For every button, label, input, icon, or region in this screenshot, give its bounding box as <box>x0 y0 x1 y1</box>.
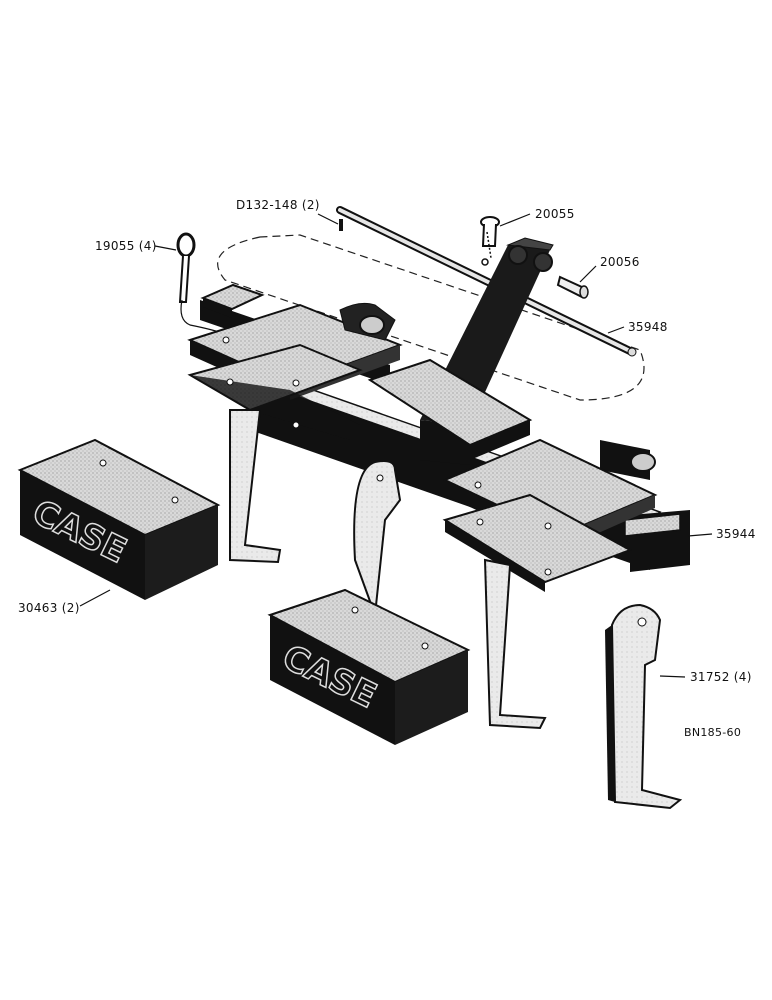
callout-d132-148: D132-148 (2) <box>236 198 320 212</box>
callout-19055: 19055 (4) <box>95 239 157 253</box>
pin-d132-148 <box>339 219 343 231</box>
center-clamp <box>367 358 533 460</box>
callout-20055: 20055 <box>535 207 575 221</box>
callout-31752: 31752 (4) <box>690 670 752 684</box>
right-clamp-assembly <box>442 438 658 592</box>
callout-35948: 35948 <box>628 320 668 334</box>
pin-35948 <box>336 206 637 357</box>
weight-center: CASE <box>267 588 471 745</box>
shank-center <box>353 460 402 616</box>
shank-right <box>483 558 547 730</box>
weight-30463-left: CASE <box>17 438 221 600</box>
leader-lines <box>79 213 713 678</box>
drawing-number: BN185-60 <box>684 726 742 739</box>
clevis-pin-20056 <box>556 275 589 299</box>
left-clamp-assembly <box>187 283 403 440</box>
callout-30463: 30463 (2) <box>18 601 80 615</box>
callout-20056: 20056 <box>600 255 640 269</box>
lynch-pin-20055 <box>480 216 500 266</box>
shank-left <box>229 409 282 564</box>
shank-31752 <box>605 603 683 810</box>
callout-35944: 35944 <box>716 527 756 541</box>
dashed-assembly-loop <box>217 234 645 401</box>
